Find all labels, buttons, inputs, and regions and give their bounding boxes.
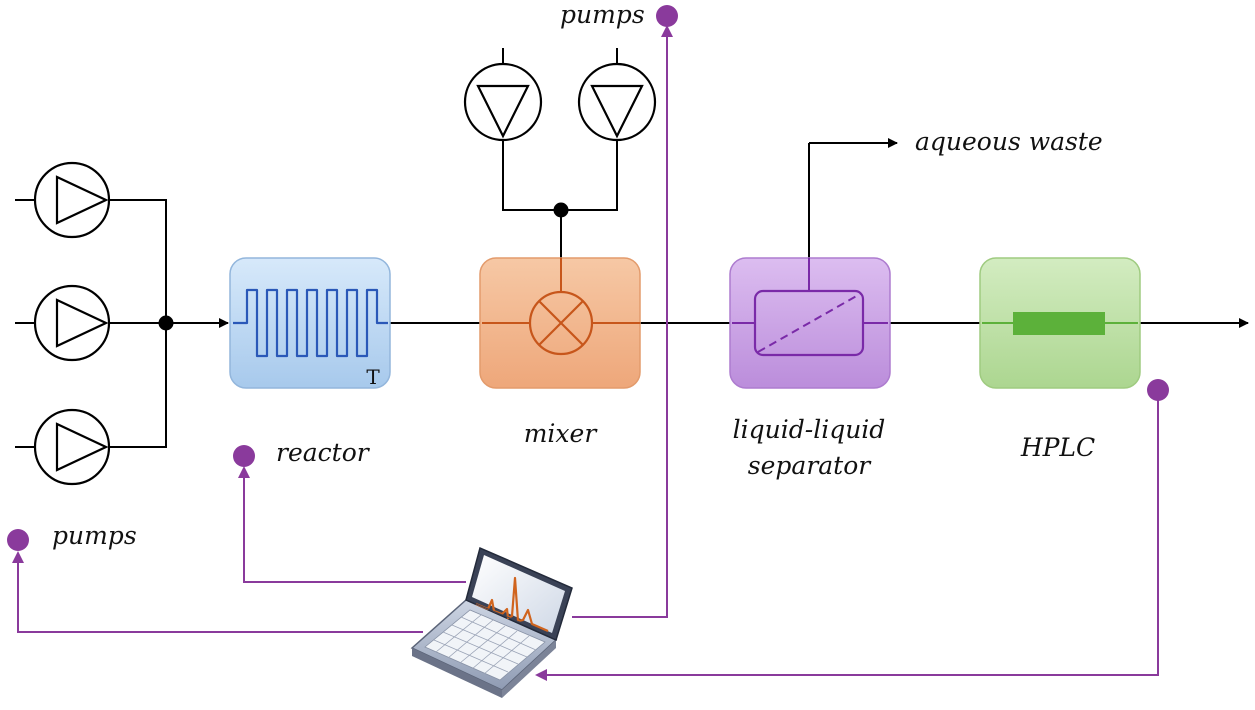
reactor-signal-dot <box>233 445 255 467</box>
control-lines <box>12 25 1159 681</box>
pump-triangle-icon <box>55 422 109 472</box>
reactor-coil-icon <box>233 288 388 358</box>
left-pump-manifold <box>109 199 229 448</box>
separator-label-line2: separator <box>748 451 872 480</box>
separator-unit <box>729 138 898 389</box>
pump-triangle-icon <box>476 84 530 139</box>
pumps-left-label: pumps <box>52 521 137 550</box>
laptop-icon <box>410 546 573 698</box>
control-signal-dots <box>7 5 1169 551</box>
top-pump-1 <box>463 48 543 142</box>
keyboard-keys <box>424 609 546 681</box>
pump-triangle-icon <box>55 175 109 225</box>
top-pump-manifold <box>502 140 618 262</box>
left-pump-3 <box>15 408 111 486</box>
pumps-top-signal-dot <box>656 5 678 27</box>
pumps-top-label: pumps <box>560 0 645 29</box>
aqueous-waste-label: aqueous waste <box>915 127 1103 156</box>
laptop-screen <box>472 555 565 633</box>
mixer-unit <box>479 257 641 389</box>
separator-label-line1: liquid-liquid <box>733 415 886 444</box>
top-pump-2 <box>577 48 657 142</box>
reactor-label: reactor <box>276 438 371 467</box>
mixer-label: mixer <box>524 419 599 448</box>
reactor-unit: T <box>229 257 391 389</box>
pumps-left-signal-dot <box>7 529 29 551</box>
left-pump-2 <box>15 284 111 362</box>
pump-triangle-icon <box>55 298 109 348</box>
pump-triangle-icon <box>590 84 644 139</box>
hplc-label: HPLC <box>1020 433 1095 462</box>
mixer-cross-icon <box>528 290 594 356</box>
chromatogram-icon <box>475 576 549 633</box>
hplc-column-icon <box>1013 312 1105 335</box>
hplc-unit <box>979 257 1141 389</box>
temperature-label: T <box>366 365 380 389</box>
hplc-signal-dot <box>1147 379 1169 401</box>
left-pump-1 <box>15 161 111 239</box>
membrane-separator-icon <box>753 289 865 357</box>
